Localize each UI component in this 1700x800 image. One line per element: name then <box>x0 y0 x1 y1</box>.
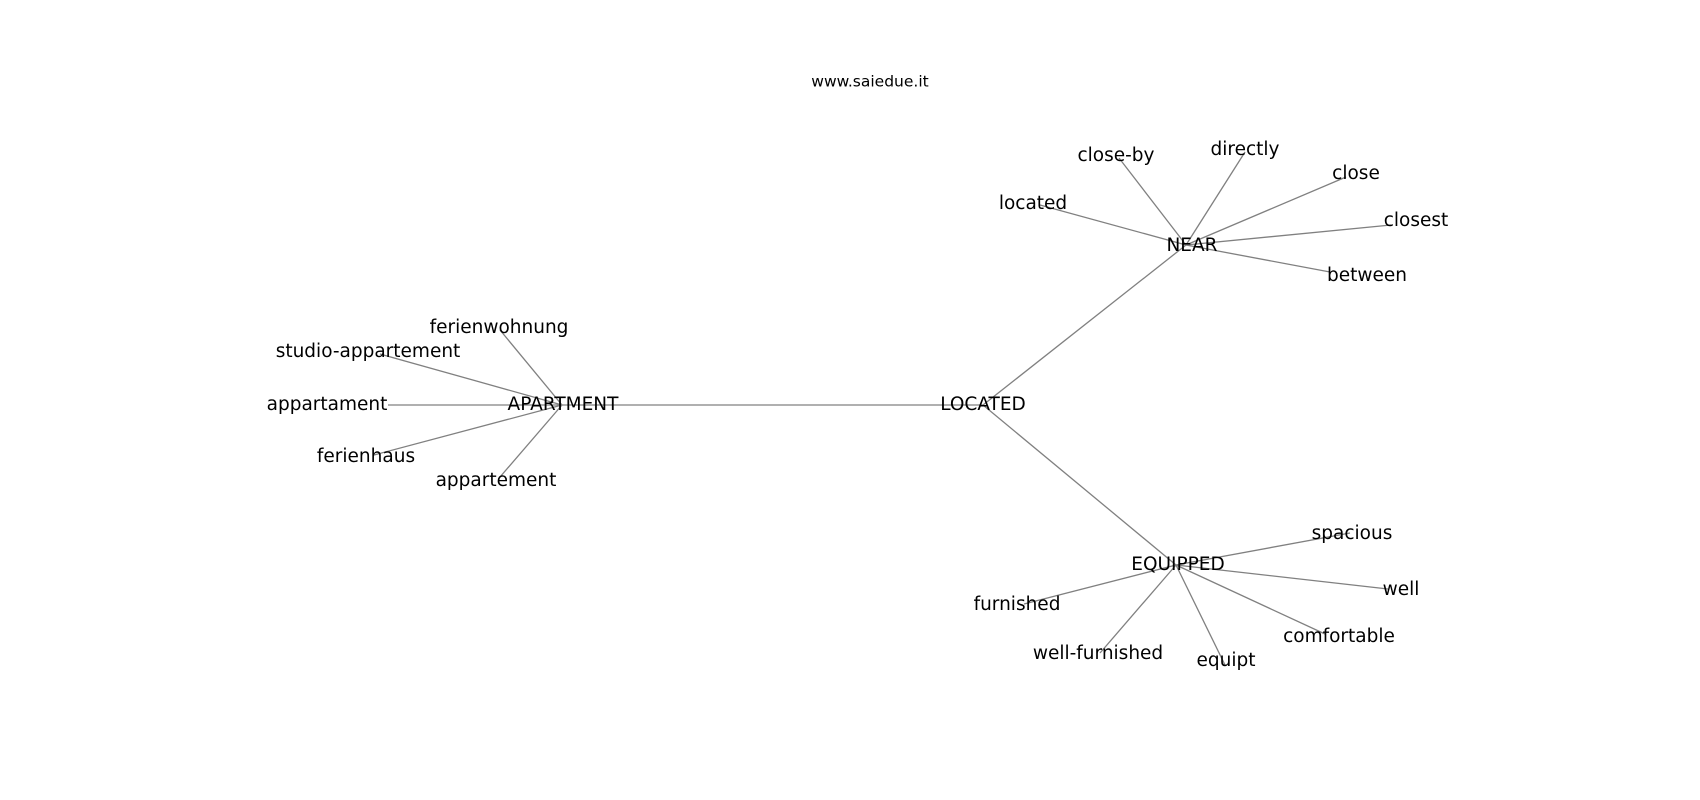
node-well-furnished: well-furnished <box>1033 643 1163 664</box>
node-near: NEAR <box>1166 235 1217 256</box>
node-spacious: spacious <box>1312 523 1393 544</box>
edge-near-closest <box>1185 224 1392 246</box>
node-directly: directly <box>1211 139 1280 160</box>
edge-apartment-studio-appartement <box>379 353 563 406</box>
source-label: www.saiedue.it <box>811 73 928 91</box>
edge-equipped-comfortable <box>1175 564 1326 635</box>
edge-located-center-near <box>982 244 1187 406</box>
node-equipt: equipt <box>1197 650 1256 671</box>
node-apartment: APARTMENT <box>508 394 620 415</box>
node-appartament: appartament <box>267 394 388 415</box>
node-appartement: appartement <box>436 470 557 491</box>
edge-equipped-spacious <box>1175 532 1351 566</box>
edge-near-located-leaf <box>1039 204 1187 246</box>
edge-equipped-equipt <box>1175 564 1226 666</box>
node-comfortable: comfortable <box>1283 626 1395 647</box>
edge-apartment-ferienhaus <box>373 404 563 456</box>
graph-node-labels: APARTMENT LOCATED NEAR EQUIPPED ferienwo… <box>267 139 1449 671</box>
edge-equipped-furnished <box>1023 564 1177 605</box>
edge-near-between <box>1185 244 1331 273</box>
graph-edges <box>373 151 1392 666</box>
edge-equipped-well <box>1175 564 1389 590</box>
node-between: between <box>1327 265 1407 286</box>
edge-near-close-by <box>1118 157 1187 246</box>
node-close-by: close-by <box>1077 145 1154 166</box>
node-close: close <box>1332 163 1380 184</box>
node-located-leaf: located <box>999 193 1067 214</box>
edge-located-center-equipped <box>982 404 1177 566</box>
node-ferienwohnung: ferienwohnung <box>430 317 569 338</box>
node-ferienhaus: ferienhaus <box>317 446 415 467</box>
edge-equipped-well-furnished <box>1099 564 1177 654</box>
node-well: well <box>1383 579 1420 600</box>
node-furnished: furnished <box>974 594 1061 615</box>
node-equipped: EQUIPPED <box>1131 554 1225 575</box>
node-closest: closest <box>1384 210 1449 231</box>
node-studio-appartement: studio-appartement <box>276 341 461 362</box>
edge-apartment-appartement <box>499 404 563 478</box>
edge-apartment-ferienwohnung <box>499 329 563 406</box>
node-located-center: LOCATED <box>940 394 1026 415</box>
edge-near-directly <box>1185 151 1246 246</box>
edge-near-close <box>1185 176 1347 246</box>
